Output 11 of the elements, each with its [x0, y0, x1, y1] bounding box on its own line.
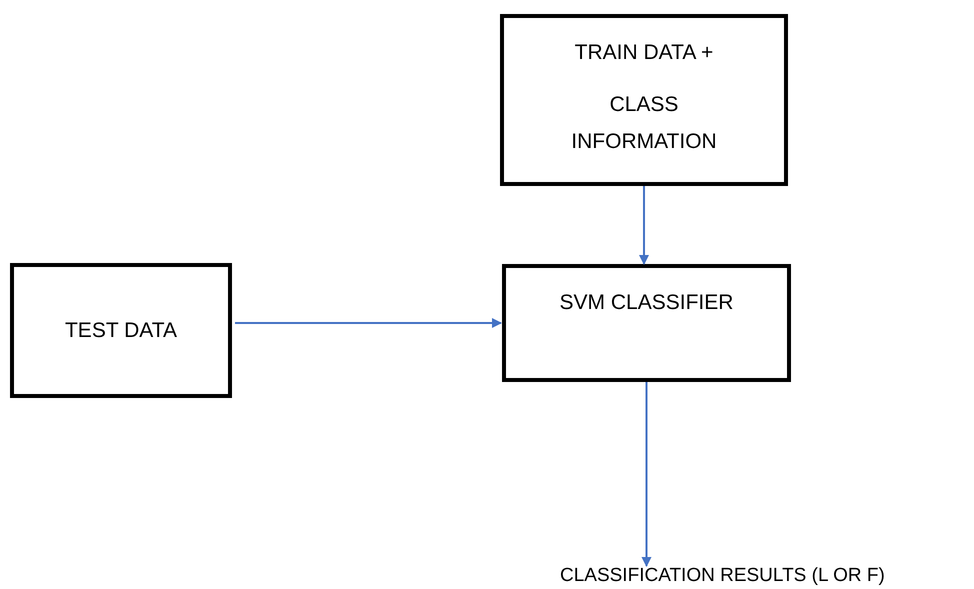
output-label: CLASSIFICATION RESULTS (L OR F) — [560, 566, 885, 585]
process-box — [500, 14, 788, 186]
process-box — [10, 263, 232, 398]
arrow — [639, 186, 649, 265]
arrow — [235, 318, 502, 328]
box-label: SVM CLASSIFIER — [560, 292, 734, 313]
process-box — [502, 264, 791, 382]
arrow — [642, 382, 652, 567]
box-label: CLASS INFORMATION — [570, 92, 718, 155]
box-label: TRAIN DATA + — [574, 42, 714, 63]
box-label: TEST DATA — [64, 320, 177, 341]
